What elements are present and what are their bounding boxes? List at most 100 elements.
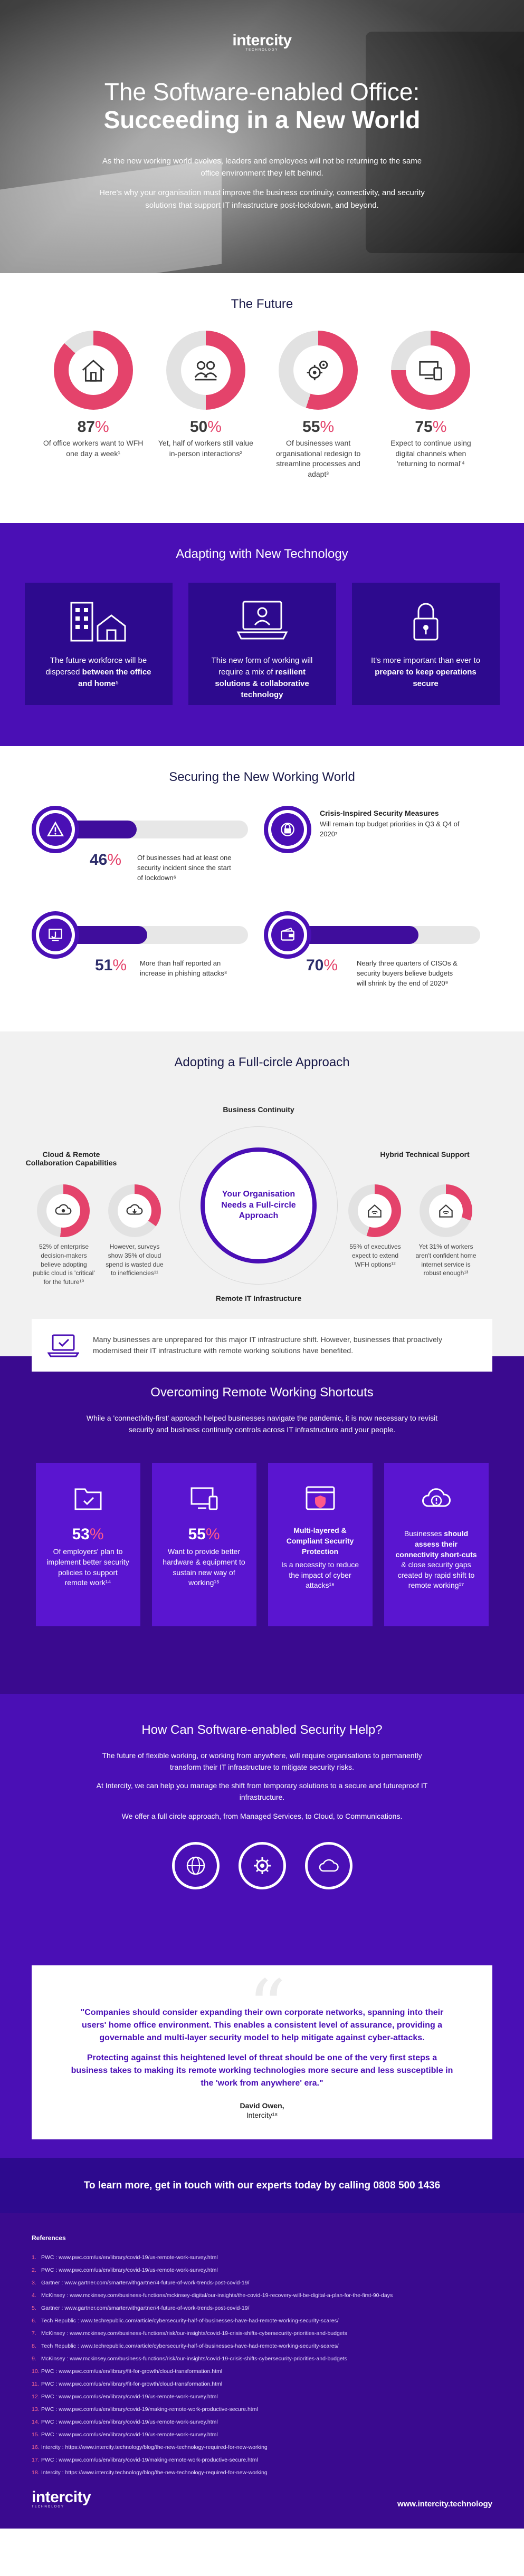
- future-stat: 55% Of businesses want organisational re…: [268, 331, 368, 479]
- reference-item[interactable]: 6.Tech Republic : www.techrepublic.com/a…: [32, 2314, 492, 2327]
- reference-item[interactable]: 8.Tech Republic : www.techrepublic.com/a…: [32, 2340, 492, 2352]
- reference-item[interactable]: 4.McKinsey : www.mckinsey.com/business-f…: [32, 2289, 492, 2302]
- reference-text[interactable]: McKinsey : www.mckinsey.com/business-fun…: [41, 2330, 347, 2337]
- card-text: Want to provide better hardware & equipm…: [163, 1547, 245, 1587]
- cloud-eye-icon: [55, 1204, 72, 1215]
- node-business-continuity: Business Continuity: [223, 1105, 294, 1114]
- reference-item[interactable]: 13.PWC : www.pwc.com/us/en/library/covid…: [32, 2403, 492, 2416]
- intercity-logo[interactable]: intercity TECHNOLOGY: [0, 0, 524, 52]
- reference-item[interactable]: 12.PWC : www.pwc.com/us/en/library/covid…: [32, 2390, 492, 2403]
- reference-text[interactable]: Intercity : https://www.intercity.techno…: [41, 2444, 268, 2450]
- security-text: Nearly three quarters of CISOs & securit…: [357, 959, 458, 987]
- card-footnote: ⁵: [115, 679, 119, 688]
- reference-text[interactable]: PWC : www.pwc.com/us/en/library/covid-19…: [41, 2267, 218, 2273]
- reference-text[interactable]: Gartner : www.gartner.com/smarterwithgar…: [41, 2305, 250, 2311]
- reference-text[interactable]: Tech Republic : www.techrepublic.com/art…: [41, 2318, 339, 2324]
- gears-icon: [307, 360, 328, 381]
- reference-item[interactable]: 15.PWC : www.pwc.com/us/en/library/covid…: [32, 2428, 492, 2441]
- outer-ring: [179, 1126, 338, 1285]
- card-title: Multi-layered & Compliant Security Prote…: [286, 1526, 354, 1556]
- stat-caption: Yet, half of workers still value in-pers…: [158, 439, 253, 458]
- future-stat: 50% Yet, half of workers still value in-…: [156, 331, 256, 479]
- future-stat: 87% Of office workers want to WFH one da…: [43, 331, 144, 479]
- howcan-paragraph-3: We offer a full circle approach, from Ma…: [121, 1811, 403, 1820]
- card-symbol: %: [89, 1526, 104, 1543]
- reference-text[interactable]: Intercity : https://www.intercity.techno…: [41, 2469, 268, 2476]
- warning-icon: [46, 821, 64, 837]
- reference-item[interactable]: 3.Gartner : www.gartner.com/smarterwithg…: [32, 2276, 492, 2289]
- future-title: The Future: [231, 297, 293, 311]
- reference-item[interactable]: 1. PWC : www.pwc.com/us/en/library/covid-…: [32, 2251, 492, 2264]
- security-title: Crisis-Inspired Security Measures: [320, 809, 439, 817]
- reference-text[interactable]: McKinsey : www.mckinsey.com/business-fun…: [41, 2356, 347, 2362]
- reference-text[interactable]: PWC : www.pwc.com/us/en/library/covid-19…: [41, 2394, 218, 2400]
- stat-symbol: %: [432, 418, 447, 436]
- reference-text[interactable]: Gartner : www.gartner.com/smarterwithgar…: [41, 2280, 250, 2286]
- globe-icon: [186, 1857, 205, 1875]
- reference-text[interactable]: Tech Republic : www.techrepublic.com/art…: [41, 2343, 339, 2349]
- overcoming-card: Multi-layered & Compliant Security Prote…: [268, 1463, 373, 1627]
- card-text-end: & close security gaps created by rapid s…: [397, 1560, 475, 1590]
- security-value: 46: [90, 851, 108, 869]
- reference-text[interactable]: PWC : www.pwc.com/us/en/library/covid-19…: [41, 2432, 218, 2438]
- hero-section: intercity TECHNOLOGY The Software-enable…: [0, 0, 524, 273]
- intro-paragraph-2: Here's why your organisation must improv…: [99, 188, 425, 210]
- notice-text: Many businesses are unprepared for this …: [93, 1335, 442, 1355]
- overcoming-lead: While a 'connectivity-first' approach he…: [86, 1414, 438, 1434]
- cta-text[interactable]: To learn more, get in touch with our exp…: [83, 2179, 441, 2191]
- reference-item[interactable]: 16.Intercity : https://www.intercity.tec…: [32, 2441, 492, 2454]
- devices-icon: [419, 361, 443, 381]
- card-text-bold: resilient solutions & collaborative tech…: [215, 667, 309, 700]
- cta-banner[interactable]: To learn more, get in touch with our exp…: [0, 2158, 524, 2213]
- references-list: 1. PWC : www.pwc.com/us/en/library/covid-…: [32, 2251, 492, 2479]
- stat-caption: Of office workers want to WFH one day a …: [43, 439, 144, 458]
- reference-number: 14.: [32, 2419, 40, 2425]
- reference-item[interactable]: 17.PWC : www.pwc.com/us/en/library/covid…: [32, 2454, 492, 2466]
- money-lock-icon: [281, 823, 294, 836]
- monitor-icon: [190, 1487, 217, 1510]
- card-text: Of employers' plan to implement better s…: [46, 1547, 129, 1587]
- reference-item[interactable]: 18.Intercity : https://www.intercity.tec…: [32, 2466, 492, 2479]
- reference-text[interactable]: PWC : www.pwc.com/us/en/library/covid-19…: [41, 2419, 218, 2425]
- cloud-icon: [319, 1859, 339, 1872]
- reference-text[interactable]: PWC : www.pwc.com/us/en/library/fit-for-…: [41, 2368, 223, 2375]
- reference-item[interactable]: 9.McKinsey : www.mckinsey.com/business-f…: [32, 2352, 492, 2365]
- page-title: The Software-enabled Office: Succeeding …: [0, 78, 524, 134]
- stat-caption: Of businesses want organisational redesi…: [275, 439, 361, 478]
- notice-box: Many businesses are unprepared for this …: [32, 1319, 492, 1372]
- reference-number: 17.: [32, 2457, 40, 2463]
- globe-icon-circle: [172, 1842, 220, 1890]
- meeting-icon: [194, 361, 217, 381]
- security-text: Of businesses had at least one security …: [137, 854, 232, 882]
- security-text: More than half reported an increase in p…: [140, 959, 227, 977]
- howcan-title: How Can Software-enabled Security Help?: [141, 1723, 383, 1737]
- gear-icon: [253, 1857, 271, 1875]
- reference-number: 15.: [32, 2432, 40, 2438]
- reference-text[interactable]: McKinsey : www.mckinsey.com/business-fun…: [41, 2292, 393, 2299]
- footer-logo[interactable]: intercity TECHNOLOGY: [32, 2488, 91, 2509]
- card-value: 55: [188, 1526, 206, 1543]
- stat-caption: Expect to continue using digital channel…: [390, 439, 471, 468]
- stat-value: 55: [302, 418, 320, 436]
- reference-item[interactable]: 5.Gartner : www.gartner.com/smarterwithg…: [32, 2302, 492, 2314]
- reference-item[interactable]: 7.McKinsey : www.mckinsey.com/business-f…: [32, 2327, 492, 2340]
- reference-number: 2.: [32, 2267, 36, 2273]
- reference-text[interactable]: PWC : www.pwc.com/us/en/library/covid-19…: [41, 2254, 218, 2261]
- reference-item[interactable]: 2. PWC : www.pwc.com/us/en/library/covid-…: [32, 2264, 492, 2276]
- full-circle-title: Adopting a Full-circle Approach: [174, 1055, 350, 1069]
- reference-number: 16.: [32, 2444, 40, 2450]
- reference-text[interactable]: PWC : www.pwc.com/us/en/library/fit-for-…: [41, 2381, 223, 2387]
- wallet-icon: [281, 927, 294, 941]
- node-cloud-collaboration: Cloud & Remote Collaboration Capabilitie…: [25, 1150, 117, 1167]
- adapting-card: It's more important than ever to prepare…: [351, 583, 500, 705]
- reference-item[interactable]: 10.PWC : www.pwc.com/us/en/library/fit-f…: [32, 2365, 492, 2378]
- card-symbol: %: [205, 1526, 220, 1543]
- reference-text[interactable]: PWC : www.pwc.com/us/en/library/covid-19…: [41, 2406, 258, 2413]
- reference-item[interactable]: 14.PWC : www.pwc.com/us/en/library/covid…: [32, 2416, 492, 2428]
- reference-number: 1.: [32, 2254, 36, 2261]
- reference-text[interactable]: PWC : www.pwc.com/us/en/library/covid-19…: [41, 2457, 258, 2463]
- footer-url-link[interactable]: www.intercity.technology: [397, 2500, 492, 2509]
- video-call-icon: [236, 601, 288, 640]
- security-symbol: %: [107, 851, 122, 869]
- reference-item[interactable]: 11.PWC : www.pwc.com/us/en/library/fit-f…: [32, 2378, 492, 2390]
